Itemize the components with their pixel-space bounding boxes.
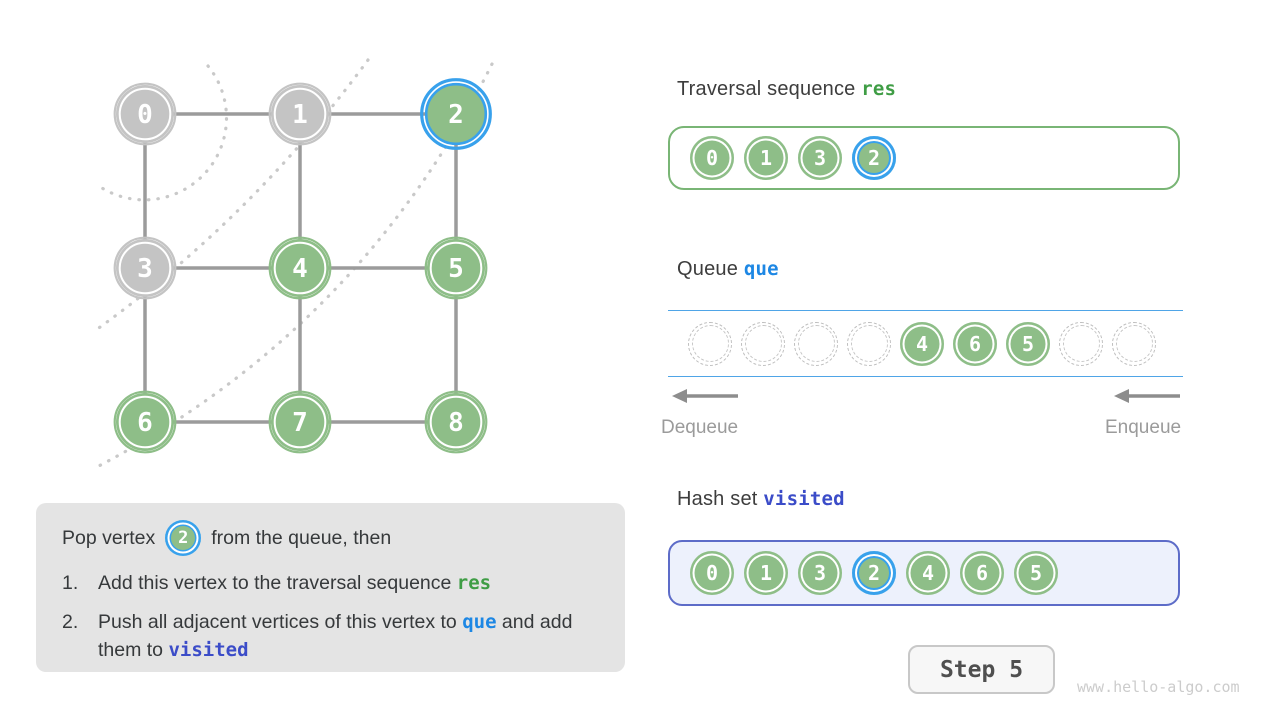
graph-vertex: 7 (268, 390, 332, 454)
graph-canvas: 0 1 2 3 4 5 6 7 8 (93, 58, 494, 470)
graph-vertex-label: 3 (137, 254, 153, 284)
graph-vertex: 1 (268, 82, 332, 146)
hashset-title: Hash set visited (677, 488, 845, 511)
traversal-title-text: Traversal sequence (677, 78, 856, 100)
queue-empty-slot (1059, 321, 1103, 366)
instruction-prefix: Pop vertex (62, 526, 156, 549)
vertex-circle: 3 (798, 551, 842, 595)
instruction-suffix: from the queue, then (211, 526, 392, 549)
watermark: www.hello-algo.com (1077, 678, 1240, 696)
res-keyword: res (456, 572, 492, 594)
res-keyword: res (861, 78, 897, 100)
que-keyword: que (743, 258, 779, 280)
graph-vertex-label: 7 (292, 408, 308, 438)
graph-vertex-label: 2 (448, 100, 464, 130)
que-keyword: que (462, 611, 497, 633)
visited-keyword: visited (168, 639, 249, 661)
vertex-circle: 2 (852, 136, 896, 180)
graph-vertex: 3 (113, 236, 177, 300)
graph-vertex-label: 5 (448, 254, 464, 284)
step-number: 1. (62, 572, 79, 594)
instruction-line1: Pop vertex 2 from the queue, then (62, 518, 599, 558)
traversal-sequence-title: Traversal sequence res (677, 78, 896, 101)
graph-vertex: 0 (113, 82, 177, 146)
instruction-step: 1. Add this vertex to the traversal seque… (62, 569, 599, 597)
graph-vertex: 2 (420, 78, 492, 150)
vertex-circle: 1 (744, 136, 788, 180)
queue-empty-slot (847, 321, 891, 366)
queue-empty-slot (688, 321, 732, 366)
dequeue-arrow-icon (672, 389, 738, 403)
current-vertex-badge: 2 (165, 520, 202, 556)
vertex-circle: 6 (953, 321, 997, 366)
graph-vertex: 8 (424, 390, 488, 454)
vertex-circle: 1 (744, 551, 788, 595)
queue-title-text: Queue (677, 258, 739, 280)
step-indicator-button[interactable]: Step 5 (908, 645, 1055, 694)
enqueue-arrow-icon (1114, 389, 1180, 403)
vertex-circle: 5 (1006, 321, 1050, 366)
enqueue-label: Enqueue (1105, 417, 1182, 438)
step-text: Add this vertex to the traversal sequenc… (98, 572, 492, 594)
bfs-wave-arc (94, 58, 370, 332)
hashset-title-text: Hash set (677, 488, 758, 510)
queue-empty-slot (741, 321, 785, 366)
vertex-circle: 5 (1014, 551, 1058, 595)
vertex-circle: 0 (690, 136, 734, 180)
graph-vertex: 4 (268, 236, 332, 300)
vertex-circle: 4 (900, 321, 944, 366)
vertex-circle: 4 (906, 551, 950, 595)
current-vertex-value: 2 (178, 528, 189, 548)
queue-title: Queue que (677, 258, 779, 281)
graph-vertex: 5 (424, 236, 488, 300)
queue-empty-slot (794, 321, 838, 366)
graph-vertex-label: 1 (292, 100, 308, 130)
step-number: 2. (62, 611, 79, 633)
vertex-circle: 6 (960, 551, 1004, 595)
graph-vertex-label: 8 (448, 408, 464, 438)
vertex-circle: 0 (690, 551, 734, 595)
graph-vertex-label: 4 (292, 254, 308, 284)
visited-keyword: visited (763, 488, 845, 510)
vertex-circle: 2 (852, 551, 896, 595)
queue-empty-slot (1112, 321, 1156, 366)
dequeue-label: Dequeue (661, 417, 739, 438)
graph-vertex-label: 6 (137, 408, 153, 438)
vertex-circle: 3 (798, 136, 842, 180)
instruction-steps: 1. Add this vertex to the traversal seque… (62, 569, 599, 664)
graph-vertex-label: 0 (137, 100, 153, 130)
graph-vertex: 6 (113, 390, 177, 454)
instruction-panel: Pop vertex 2 from the queue, then 1. Add … (36, 503, 625, 672)
step-text: Push all adjacent vertices of this verte… (98, 611, 573, 661)
instruction-step: 2. Push all adjacent vertices of this ver… (62, 608, 599, 664)
